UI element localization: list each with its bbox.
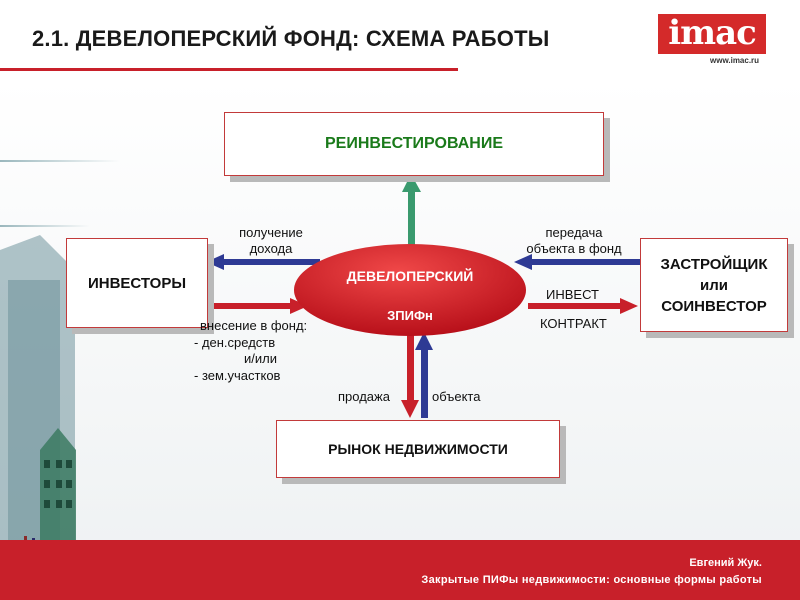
investors-box: ИНВЕСТОРЫ [66, 238, 208, 328]
transfer-arrow [514, 254, 640, 270]
income-label-1: получение [239, 225, 303, 240]
developer-label-2: или [700, 276, 728, 294]
sale-label-2: объекта [432, 389, 481, 404]
fund-ellipse [294, 244, 526, 336]
developer-label-1: ЗАСТРОЙЩИК [660, 255, 768, 273]
contribution-label-1: внесение в фонд: [200, 318, 308, 333]
imac-logo: imac [658, 14, 766, 54]
income-arrow [206, 254, 320, 270]
market-box: РЫНОК НЕДВИЖИМОСТИ [276, 420, 560, 478]
sale-arrow-down [401, 330, 419, 418]
logo-url: www.imac.ru [710, 56, 760, 65]
contribution-label-4: - зем.участков [194, 368, 281, 383]
footer-author: Евгений Жук. [689, 557, 762, 569]
fund-label-2: ЗПИФн [387, 308, 433, 323]
reinvest-label: РЕИНВЕСТИРОВАНИЕ [325, 135, 503, 152]
footer-band [0, 540, 800, 600]
contract-label-1: ИНВЕСТ [546, 287, 599, 302]
income-label-2: дохода [249, 241, 293, 256]
reinvest-arrow [402, 174, 421, 246]
investors-label: ИНВЕСТОРЫ [87, 274, 187, 292]
transfer-label-2: объекта в фонд [526, 241, 622, 256]
transfer-label-1: передача [545, 225, 603, 240]
sale-arrow-up [415, 332, 433, 418]
contribution-label-3: и/или [244, 351, 277, 366]
contribution-arrow [206, 298, 308, 314]
contribution-label-2: - ден.средств [194, 335, 276, 350]
developer-label-3: СОИНВЕСТОР [661, 297, 767, 315]
fund-label-1: ДЕВЕЛОПЕРСКИЙ [346, 268, 474, 284]
sale-label-1: продажа [338, 389, 390, 404]
title-underline [0, 68, 458, 71]
contract-arrow [528, 298, 638, 314]
reinvest-box: РЕИНВЕСТИРОВАНИЕ [224, 112, 604, 176]
page-title: 2.1. ДЕВЕЛОПЕРСКИЙ ФОНД: СХЕМА РАБОТЫ [32, 26, 550, 51]
market-label: РЫНОК НЕДВИЖИМОСТИ [328, 441, 508, 457]
contract-label-2: КОНТРАКТ [540, 316, 607, 331]
developer-box: ЗАСТРОЙЩИК или СОИНВЕСТОР [640, 238, 788, 332]
footer-subtitle: Закрытые ПИФы недвижимости: основные фор… [421, 574, 762, 586]
